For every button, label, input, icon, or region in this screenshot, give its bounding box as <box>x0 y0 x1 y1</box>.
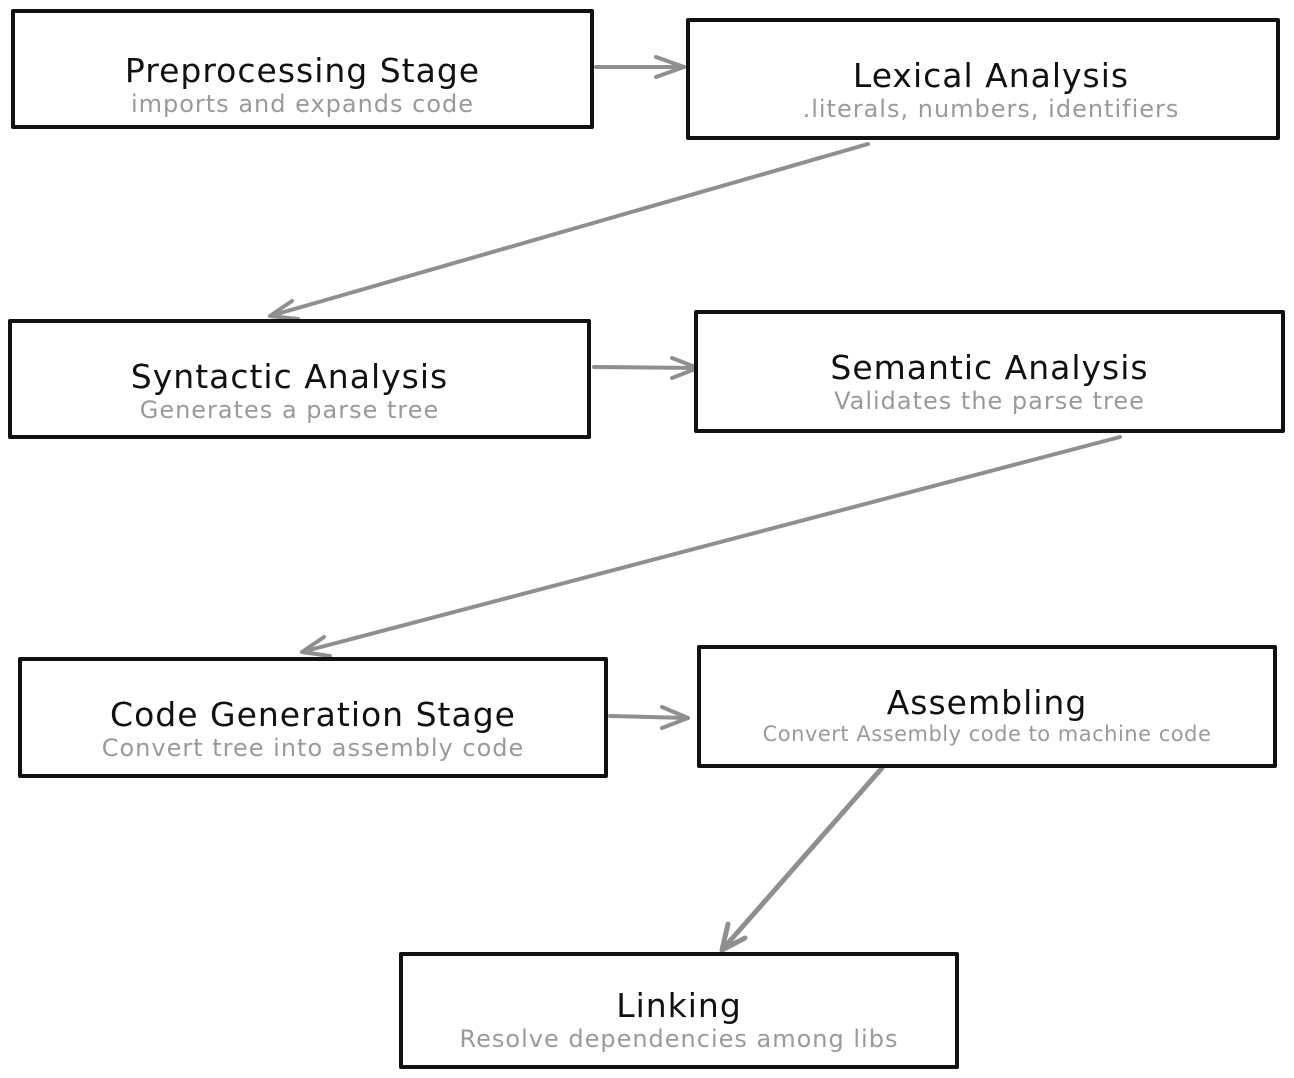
edge-assembling-to-linking <box>719 765 885 953</box>
node-title: Syntactic Analysis <box>130 357 449 396</box>
node-linking: Linking Resolve dependencies among libs <box>399 952 959 1069</box>
node-codegen: Code Generation Stage Convert tree into … <box>18 657 608 778</box>
edge-lexical-to-syntactic <box>268 142 870 321</box>
node-assembling: Assembling Convert Assembly code to mach… <box>697 645 1277 768</box>
node-title: Linking <box>616 986 742 1025</box>
edge-semantic-to-codegen <box>300 435 1122 658</box>
node-subtitle: Resolve dependencies among libs <box>459 1025 899 1053</box>
node-syntactic: Syntactic Analysis Generates a parse tre… <box>8 319 591 439</box>
edge-syntactic-to-semantic <box>592 356 700 380</box>
node-title: Semantic Analysis <box>830 348 1149 387</box>
node-title: Assembling <box>886 683 1088 722</box>
edge-codegen-to-assembling <box>608 705 690 730</box>
node-title: Preprocessing Stage <box>124 51 481 90</box>
edge-preprocessing-to-lexical <box>594 55 686 79</box>
node-subtitle: Convert Assembly code to machine code <box>762 722 1212 746</box>
node-preprocessing: Preprocessing Stage imports and expands … <box>11 9 594 129</box>
node-subtitle: Validates the parse tree <box>834 387 1145 415</box>
node-subtitle: Generates a parse tree <box>139 396 440 424</box>
node-subtitle: .literals, numbers, identifiers <box>802 95 1180 123</box>
node-subtitle: Convert tree into assembly code <box>101 734 525 762</box>
node-title: Lexical Analysis <box>852 56 1130 95</box>
node-title: Code Generation Stage <box>110 695 516 734</box>
node-lexical: Lexical Analysis .literals, numbers, ide… <box>686 18 1280 140</box>
node-subtitle: imports and expands code <box>130 90 475 118</box>
node-semantic: Semantic Analysis Validates the parse tr… <box>694 310 1285 433</box>
